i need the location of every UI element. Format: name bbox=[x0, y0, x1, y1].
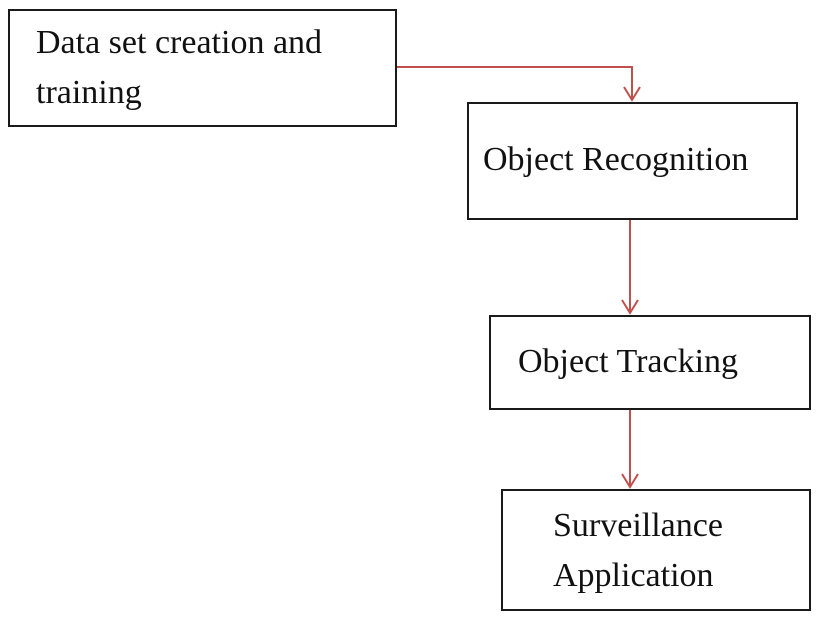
arrow-tracking-to-surveillance bbox=[621, 410, 639, 489]
surveillance-line-1: Surveillance bbox=[553, 507, 723, 544]
arrow-dataset-to-recognition bbox=[397, 66, 641, 102]
dataset-line-2: training bbox=[36, 74, 142, 111]
object-recognition-box: Object Recognition bbox=[467, 102, 798, 220]
object-tracking-box: Object Tracking bbox=[489, 315, 811, 410]
arrow-recognition-to-tracking bbox=[621, 220, 639, 315]
dataset-creation-training-box: Data set creation and training bbox=[8, 9, 397, 127]
recognition-label: Object Recognition bbox=[483, 141, 749, 178]
tracking-label: Object Tracking bbox=[518, 343, 739, 380]
dataset-line-1: Data set creation and bbox=[36, 24, 323, 61]
surveillance-line-2: Application bbox=[553, 557, 714, 594]
surveillance-application-box: Surveillance Application bbox=[501, 489, 811, 611]
